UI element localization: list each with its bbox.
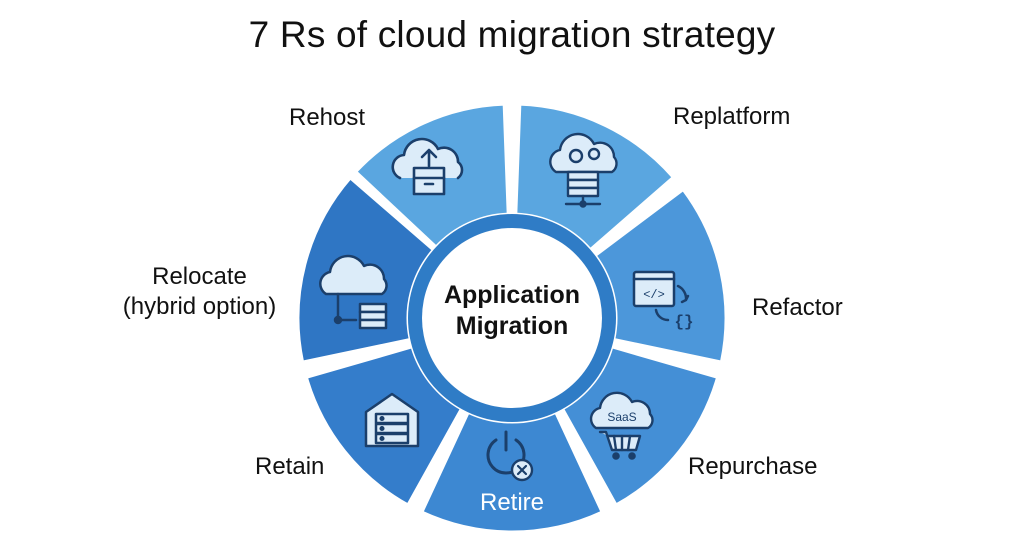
warehouse-servers-icon bbox=[364, 392, 420, 448]
saas-text: SaaS bbox=[607, 410, 636, 424]
label-repurchase: Repurchase bbox=[688, 453, 818, 480]
center-text-line2: Migration bbox=[456, 312, 569, 340]
cloud-gears-server-icon bbox=[549, 132, 618, 208]
label-rehost: Rehost bbox=[289, 104, 366, 131]
power-off-icon bbox=[486, 430, 534, 482]
brace-symbol: {} bbox=[674, 313, 693, 331]
code-symbol: </> bbox=[643, 288, 665, 302]
diagram-title: 7 Rs of cloud migration strategy bbox=[248, 14, 776, 55]
center-text-line1: Application bbox=[444, 281, 580, 309]
label-replatform: Replatform bbox=[673, 103, 791, 130]
center-circle bbox=[422, 228, 602, 408]
saas-cloud-cart-icon: SaaS bbox=[589, 391, 654, 460]
retire-inner-label: Retire bbox=[480, 489, 544, 516]
label-relocate: Relocate (hybrid option) bbox=[122, 263, 277, 320]
cloud-server-link-icon bbox=[319, 254, 388, 330]
code-window-arrows-icon: </> {} bbox=[632, 270, 694, 331]
label-retain: Retain bbox=[255, 453, 325, 480]
label-refactor: Refactor bbox=[752, 294, 843, 321]
cloud-upload-box-icon bbox=[391, 137, 464, 196]
